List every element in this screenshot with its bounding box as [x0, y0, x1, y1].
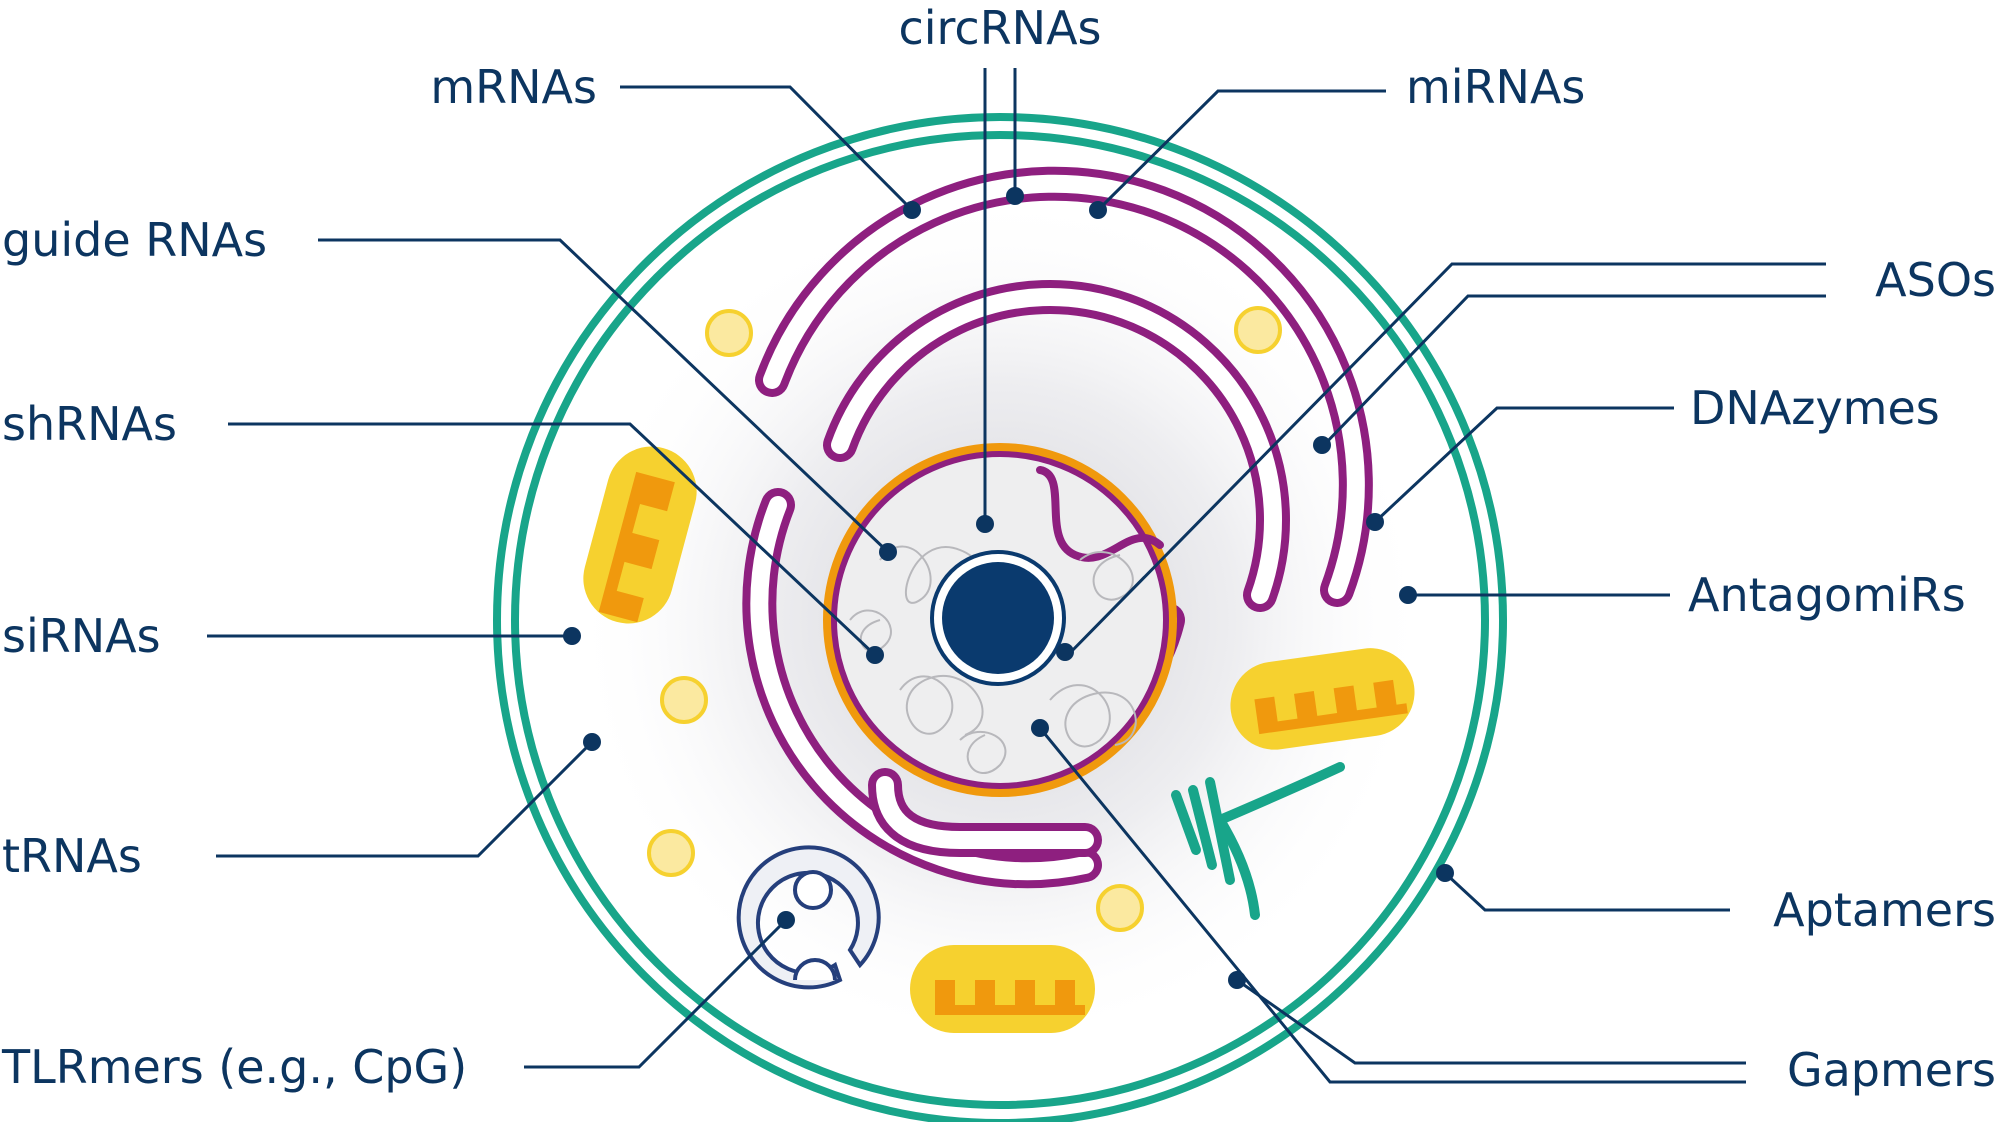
- leader-tlrmers: [524, 918, 788, 1069]
- leader-shrnas: [228, 422, 877, 657]
- mitochondrion-icon: [583, 446, 697, 624]
- label-trnas: tRNAs: [2, 829, 142, 883]
- dot-marker: [777, 911, 795, 929]
- dot-marker: [1228, 971, 1246, 989]
- dot-marker: [903, 201, 921, 219]
- dot-marker: [1399, 586, 1417, 604]
- outer-membrane: [493, 113, 1507, 1122]
- nucleolus: [942, 562, 1054, 674]
- vesicle: [1096, 884, 1144, 932]
- label-gapmers: Gapmers: [1787, 1043, 1996, 1097]
- er-lower-curve: [868, 768, 1102, 857]
- dot-marker: [1313, 436, 1331, 454]
- dot-marker: [1031, 719, 1049, 737]
- leader-aptamers: [1443, 871, 1730, 912]
- dot-marker: [1056, 643, 1074, 661]
- label-guide-rnas: guide RNAs: [2, 213, 267, 267]
- dot-marker: [866, 646, 884, 664]
- nucleus: [823, 443, 1177, 797]
- leader-asos: [1063, 262, 1826, 660]
- leader-trnas: [216, 740, 594, 858]
- dot-marker: [1006, 187, 1024, 205]
- vesicle: [705, 309, 753, 357]
- label-dnazymes: DNAzymes: [1690, 381, 1940, 435]
- leader-gapmers-2: [1038, 727, 1746, 1084]
- vesicle: [660, 676, 708, 724]
- nuclear-pore: [1036, 466, 1164, 562]
- inner-membrane: [511, 131, 1489, 1109]
- label-mirnas: miRNAs: [1406, 60, 1585, 114]
- label-antagomirs: AntagomiRs: [1688, 568, 1966, 622]
- dot-marker: [1366, 513, 1384, 531]
- leader-dots: [563, 187, 1454, 989]
- leader-mirnas: [1096, 89, 1386, 212]
- dot-marker: [563, 627, 581, 645]
- label-asos: ASOs: [1875, 253, 1996, 307]
- dot-marker: [879, 543, 897, 561]
- dot-marker: [976, 515, 994, 533]
- leader-dnazymes: [1373, 406, 1674, 524]
- vesicles: [647, 306, 1282, 932]
- dot-marker: [583, 733, 601, 751]
- vesicle: [647, 829, 695, 877]
- leader-asos-2: [1320, 294, 1826, 449]
- label-mrnas: mRNAs: [430, 60, 597, 114]
- dot-marker: [1436, 864, 1454, 882]
- leader-guide-rnas: [318, 238, 890, 554]
- leader-lines: [207, 68, 1826, 1084]
- vesicle: [1234, 306, 1282, 354]
- label-sirnas: siRNAs: [2, 609, 161, 663]
- label-circrnas: circRNAs: [898, 1, 1101, 55]
- leader-mrnas: [620, 85, 914, 212]
- mitochondrion-icon: [1230, 648, 1415, 750]
- label-tlrmers: TLRmers (e.g., CpG): [1, 1040, 467, 1094]
- labels: circRNAs mRNAs miRNAs guide RNAs ASOs sh…: [1, 1, 1996, 1097]
- leader-gapmers: [1236, 978, 1746, 1065]
- dot-marker: [1089, 201, 1107, 219]
- lysosome-icon: [736, 845, 881, 990]
- golgi-icon: [1171, 762, 1345, 920]
- label-aptamers: Aptamers: [1773, 883, 1996, 937]
- nuclear-envelope-orange: [823, 443, 1177, 797]
- mitochondrion-icon: [910, 945, 1095, 1033]
- label-shrnas: shRNAs: [2, 397, 177, 451]
